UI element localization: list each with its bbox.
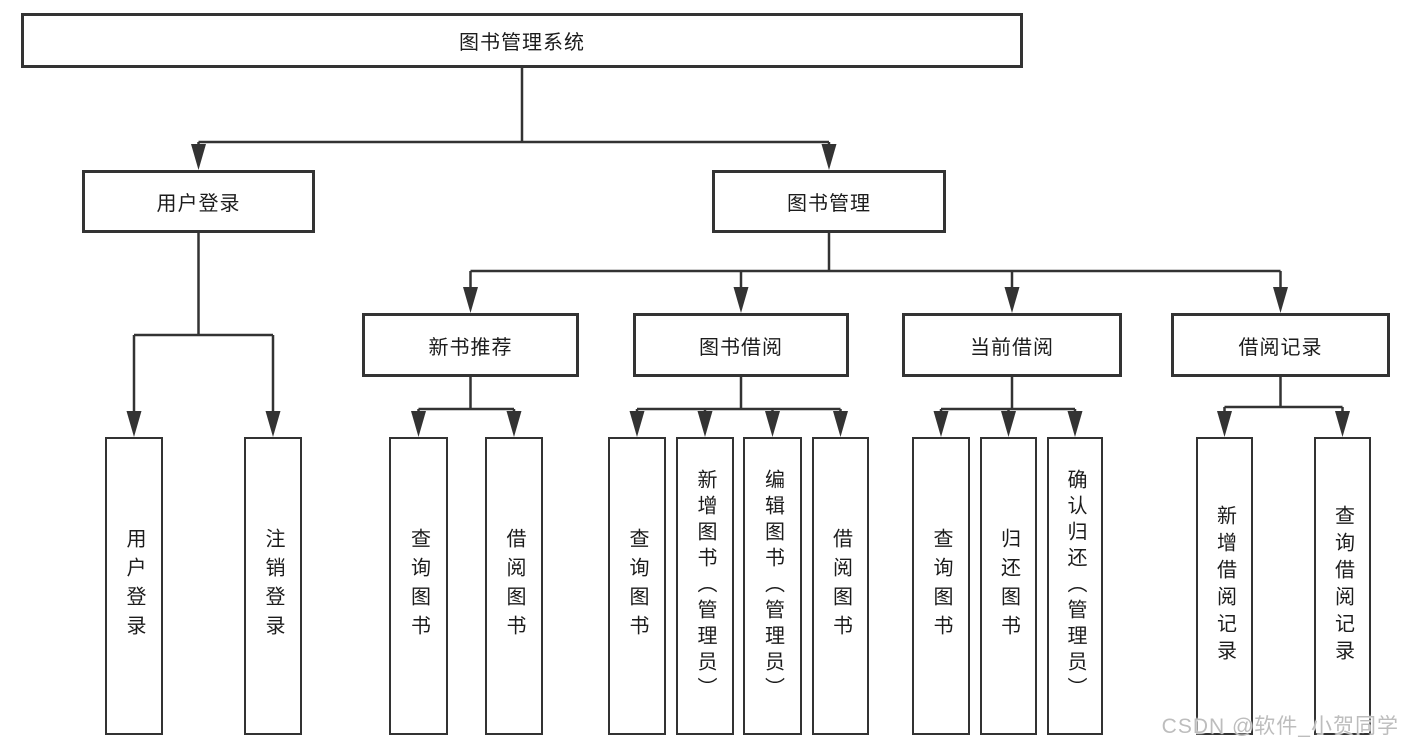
leaf-user-login: 用户登录 bbox=[105, 437, 163, 735]
node-borrowing-records: 借阅记录 bbox=[1171, 313, 1390, 377]
leaf-add-books-admin: 新增图书（管理员） bbox=[676, 437, 734, 735]
leaf-edit-books-admin: 编辑图书（管理员） bbox=[743, 437, 802, 735]
leaf-logout: 注销登录 bbox=[244, 437, 302, 735]
node-book-management: 图书管理 bbox=[712, 170, 946, 233]
leaf-return-books: 归还图书 bbox=[980, 437, 1037, 735]
leaf-borrow-books-recommend: 借阅图书 bbox=[485, 437, 543, 735]
leaf-borrow-books-borrowing: 借阅图书 bbox=[812, 437, 869, 735]
node-current-borrowing: 当前借阅 bbox=[902, 313, 1122, 377]
leaf-query-books-recommend: 查询图书 bbox=[389, 437, 448, 735]
leaf-query-books-borrowing: 查询图书 bbox=[608, 437, 666, 735]
leaf-query-borrow-record: 查询借阅记录 bbox=[1314, 437, 1371, 735]
leaf-confirm-return-admin: 确认归还（管理员） bbox=[1047, 437, 1103, 735]
node-user-login: 用户登录 bbox=[82, 170, 315, 233]
leaf-query-books-current: 查询图书 bbox=[912, 437, 970, 735]
node-book-borrowing: 图书借阅 bbox=[633, 313, 849, 377]
arrowheads bbox=[126, 144, 1350, 437]
leaf-add-borrow-record: 新增借阅记录 bbox=[1196, 437, 1253, 735]
node-new-book-recommend: 新书推荐 bbox=[362, 313, 579, 377]
node-library-management-system: 图书管理系统 bbox=[21, 13, 1023, 68]
